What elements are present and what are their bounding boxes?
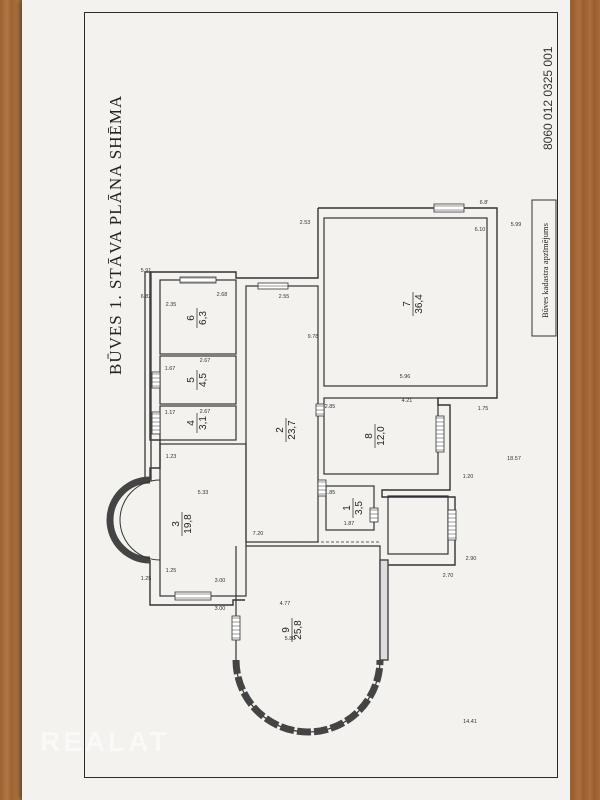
cadastre-number: 8060 012 0325 001 (541, 46, 555, 150)
cadastre-box (531, 199, 557, 337)
room-labels: 1 3,5 2 23,7 3 19,8 4 3,1 5 4,5 6 6,3 (171, 292, 425, 642)
plan-title: BŪVES 1. STĀVA PLĀNA SHĒMA (106, 95, 125, 375)
dimension-label: 6.82 (141, 294, 152, 300)
dimension-label: 1.25 (141, 576, 152, 582)
room-9-label: 9 25,8 (281, 618, 304, 642)
dimension-label: 5.99 (511, 222, 522, 228)
svg-text:4,5: 4,5 (198, 373, 209, 387)
room-8-label: 8 12,0 (364, 424, 387, 448)
room-6-label: 6 6,3 (186, 308, 209, 328)
dimension-label: 1.25 (166, 568, 177, 574)
outer-walls (106, 207, 498, 736)
dimension-label: 3.00 (215, 606, 226, 612)
svg-text:2: 2 (275, 427, 286, 433)
room-1-label: 1 3,5 (342, 498, 365, 518)
dimension-label: 14.41 (463, 719, 477, 725)
svg-text:5: 5 (186, 377, 197, 383)
dimension-label: 5.80 (285, 636, 296, 642)
dimension-label: 2.53 (300, 220, 311, 226)
dimension-labels: 5.91 6.82 2.35 2.68 2.55 2.53 6.8ʹ 6.10 5.99 9.78… (141, 199, 522, 725)
svg-text:23,7: 23,7 (287, 420, 298, 440)
svg-text:12,0: 12,0 (376, 426, 387, 446)
dimension-label: 2.85 (325, 404, 336, 410)
dimension-label: 1.67 (165, 366, 176, 372)
watermark: REALAT (40, 726, 170, 757)
dimension-label: 1.85 (325, 490, 336, 496)
dimension-label: 2.55 (279, 294, 290, 300)
room-7-label: 7 36,4 (402, 292, 425, 316)
dimension-label: 2.67 (200, 358, 211, 364)
dimension-label: 3.00 (215, 578, 226, 584)
dimension-label: 1.75 (478, 406, 489, 412)
dimension-label: 1.23 (166, 454, 177, 460)
room-5-label: 5 4,5 (186, 370, 209, 390)
svg-text:3,5: 3,5 (354, 501, 365, 515)
dimension-label: 2.67 (200, 409, 211, 415)
dimension-label: 1.87 (344, 521, 355, 527)
dimension-label: 2.68 (217, 292, 228, 298)
svg-text:8: 8 (364, 433, 375, 439)
svg-text:6,3: 6,3 (198, 311, 209, 325)
svg-text:36,4: 36,4 (414, 294, 425, 314)
svg-text:7: 7 (402, 301, 413, 307)
dimension-label: 5.91 (141, 268, 152, 274)
room-2-label: 2 23,7 (275, 418, 298, 442)
dimension-label: 6.8ʹ (480, 199, 489, 206)
dimension-label: 7.20 (253, 531, 264, 537)
svg-text:9: 9 (281, 627, 292, 633)
svg-text:1: 1 (342, 505, 353, 511)
svg-text:4: 4 (186, 420, 197, 426)
dimension-label: 1.17 (165, 410, 176, 416)
svg-text:25,8: 25,8 (293, 620, 304, 640)
drawing-frame (84, 12, 558, 778)
dimension-label: 18.57 (507, 456, 521, 462)
svg-text:6: 6 (186, 315, 197, 321)
room-3-label: 3 19,8 (171, 512, 194, 536)
dimension-label: 4.21 (402, 398, 413, 404)
dimension-label: 2.90 (466, 556, 477, 562)
dimension-label: 1.20 (463, 474, 474, 480)
dimension-label: 2.35 (166, 302, 177, 308)
dimension-label: 2.70 (443, 573, 454, 579)
room-4-label: 4 3,1 (186, 413, 209, 433)
svg-text:3,1: 3,1 (198, 416, 209, 430)
cadastre-label: Būves kadastra apzīmējums (540, 223, 550, 318)
dimension-label: 6.10 (475, 227, 486, 233)
paper-sheet (22, 0, 570, 800)
dimension-label: 5.33 (198, 490, 209, 496)
windows (151, 203, 465, 641)
svg-text:3: 3 (171, 521, 182, 527)
dimension-label: 4.77 (280, 601, 291, 607)
svg-text:19,8: 19,8 (183, 514, 194, 534)
dimension-label: 9.78 (308, 334, 319, 340)
dimension-label: 5.96 (400, 374, 411, 380)
